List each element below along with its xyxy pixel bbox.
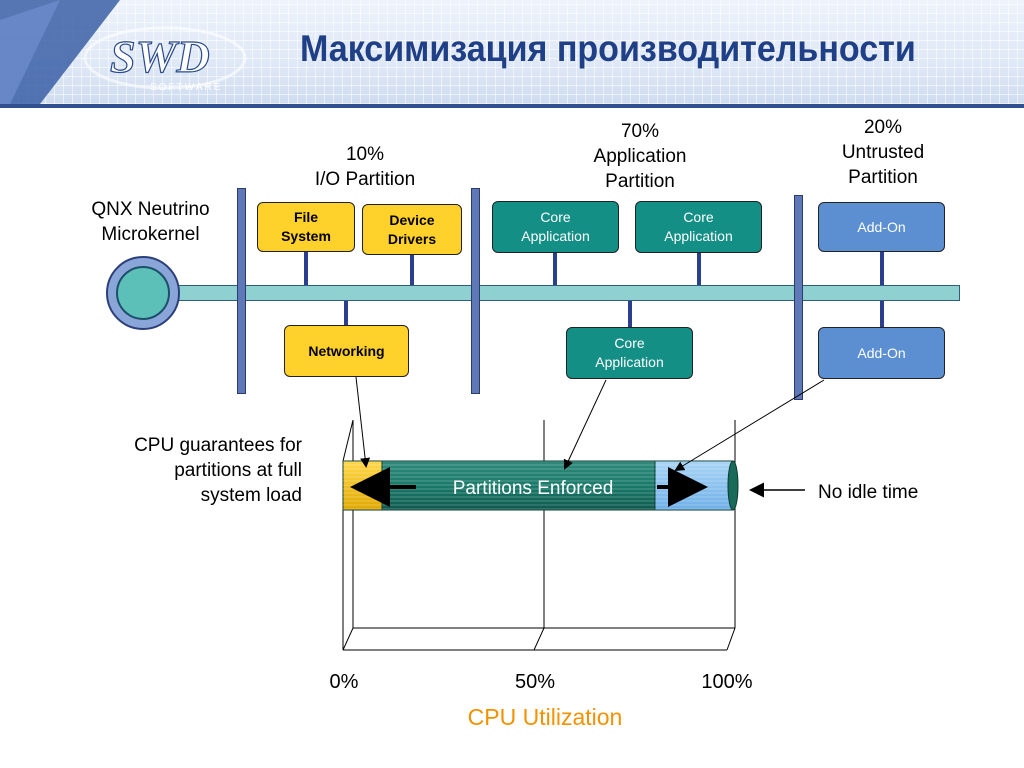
file-system-line2: System [281, 228, 331, 244]
untrusted-partition-name-line2: Partition [848, 167, 918, 188]
app-partition-name-line1: Application [593, 146, 687, 167]
networking-pointer [355, 376, 371, 468]
header-divider [0, 104, 1024, 108]
kernel-icon [106, 256, 180, 330]
connector-add-on-1 [880, 252, 884, 285]
partition-separator-2 [471, 188, 480, 394]
header-banner: SWD SOFTWARE Максимизация производительн… [0, 0, 1024, 104]
app-partition-percent: 70% [620, 121, 660, 142]
tick-label-50: 50% [515, 671, 555, 693]
partition-separator-3 [794, 195, 803, 400]
partition-separator-1 [237, 188, 246, 394]
untrusted-partition-percent: 20% [863, 117, 903, 138]
add-on-box-2: Add-On [818, 327, 945, 379]
untrusted-partition-heading: 20% Untrusted Partition [818, 115, 948, 190]
io-partition-percent: 10% [345, 144, 385, 165]
no-idle-label: No idle time [818, 482, 918, 503]
io-partition-name: I/O Partition [314, 169, 416, 190]
cpu-note-line3: system load [200, 485, 302, 506]
core-app-pointer [563, 379, 607, 470]
swd-logo: SWD SOFTWARE [0, 0, 247, 104]
connector-core-app-3 [628, 301, 632, 328]
add-on-1-label: Add-On [857, 219, 906, 235]
core-app-3-line1: Core [614, 335, 645, 351]
networking-box: Networking [284, 325, 409, 377]
core-app-1-line1: Core [540, 209, 571, 225]
connector-file-system [304, 251, 308, 285]
kernel-label-line1: QNX Neutrino [91, 199, 210, 220]
cpu-note-line2: partitions at full [174, 460, 302, 481]
file-system-line1: File [293, 209, 319, 225]
kernel-label-line2: Microkernel [101, 224, 200, 245]
core-app-3-line2: Application [595, 354, 664, 370]
core-app-2-line1: Core [683, 209, 714, 225]
app-segment-texture [382, 461, 655, 510]
logo-subtext: SOFTWARE [150, 82, 222, 93]
logo-text: SWD [110, 31, 210, 82]
untrusted-partition-name-line1: Untrusted [841, 142, 925, 163]
app-partition-heading: 70% Application Partition [570, 119, 710, 194]
page-title: Максимизация производительности [300, 28, 916, 69]
bar-arrows [350, 376, 825, 507]
core-app-2-line2: Application [664, 228, 733, 244]
kernel-label: QNX Neutrino Microkernel [68, 197, 233, 247]
connector-device-drivers [410, 254, 414, 285]
enforced-label: Partitions Enforced [453, 478, 614, 499]
device-drivers-line1: Device [389, 211, 435, 228]
cpu-guarantee-note: CPU guarantees for partitions at full sy… [70, 433, 302, 508]
add-on-box-1: Add-On [818, 202, 945, 252]
cpu-note-line1: CPU guarantees for [134, 435, 302, 456]
axis-title: CPU Utilization [468, 704, 623, 730]
connector-networking [344, 301, 348, 326]
bar-end-cap [727, 460, 739, 511]
networking-label: Networking [308, 342, 385, 359]
add-on-pointer [674, 379, 825, 472]
connector-add-on-2 [880, 301, 884, 328]
tick-label-100: 100% [701, 671, 752, 693]
add-on-2-label: Add-On [857, 344, 906, 361]
tick-label-0: 0% [330, 671, 359, 693]
app-partition-name-line2: Partition [605, 171, 675, 192]
core-app-1-line2: Application [521, 228, 590, 244]
connector-core-app-2 [697, 252, 701, 285]
io-partition-heading: 10% I/O Partition [300, 142, 430, 192]
device-drivers-line2: Drivers [387, 230, 437, 247]
chart-frame [342, 419, 736, 651]
connector-core-app-1 [553, 252, 557, 285]
